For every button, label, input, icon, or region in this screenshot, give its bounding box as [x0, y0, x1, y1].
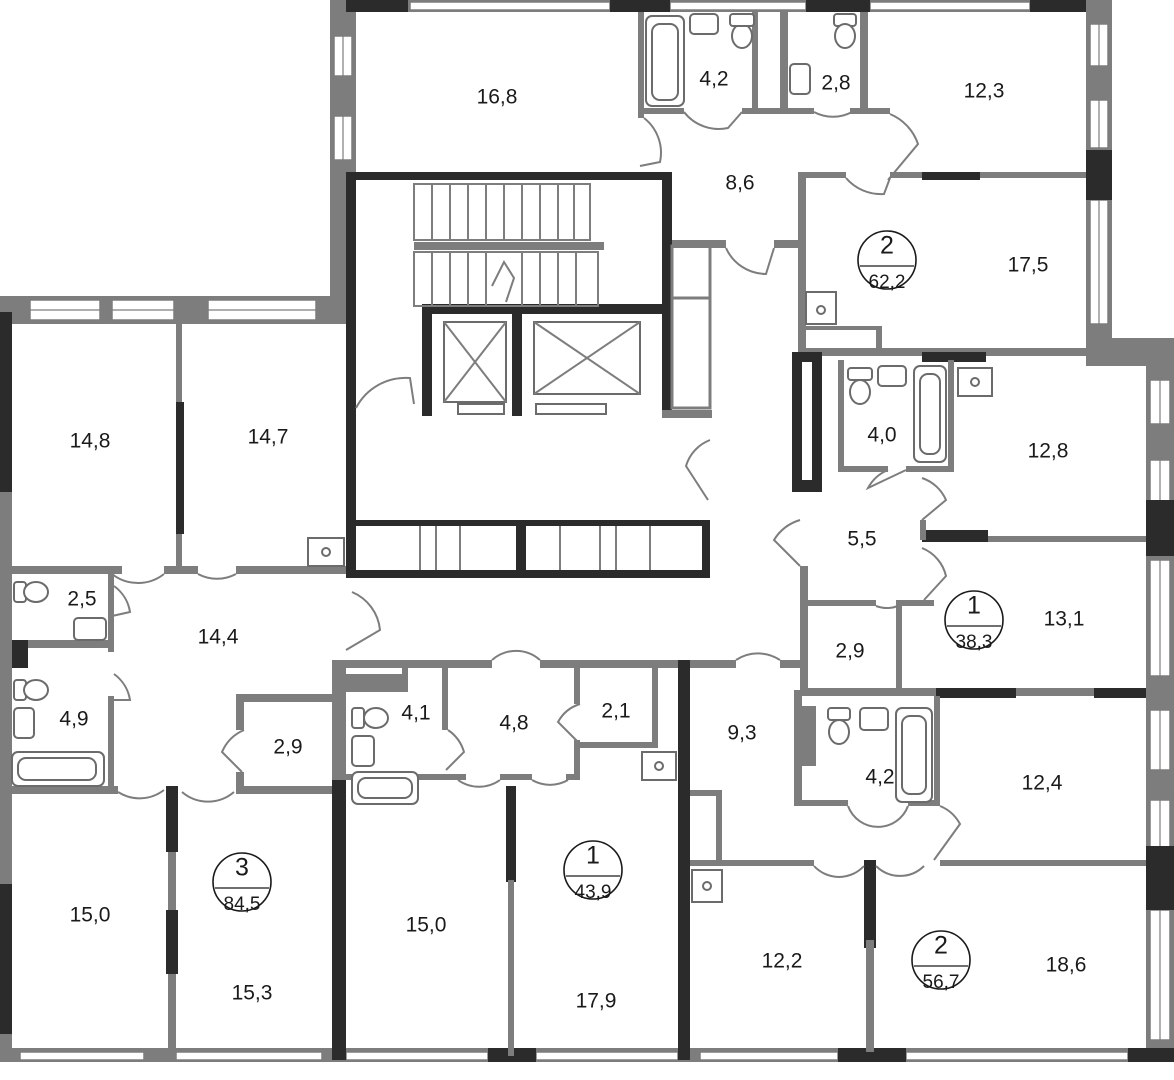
- room-area-label: 14,8: [70, 430, 111, 453]
- room-area-label: 16,8: [477, 86, 518, 109]
- room-area-label: 14,7: [248, 426, 289, 449]
- room-area-label: 18,6: [1046, 954, 1087, 977]
- apartment-total-area: 84,5: [224, 894, 261, 915]
- room-area-label: 8,6: [725, 172, 754, 195]
- apartment-badge: 2 62,2: [857, 230, 917, 293]
- room-area-label: 12,3: [964, 80, 1005, 103]
- room-area-label: 15,3: [232, 982, 273, 1005]
- apartment-rooms-count: 2: [880, 232, 894, 260]
- room-area-label: 4,9: [59, 708, 88, 731]
- apartment-total-area: 43,9: [575, 882, 612, 903]
- room-labels: 16,8 4,2 2,8 12,3 8,6 17,5 14,8 14,7 4,0…: [59, 68, 1086, 1013]
- apartment-rooms-count: 3: [235, 854, 249, 882]
- room-area-label: 15,0: [70, 904, 111, 927]
- apartment-total-area: 62,2: [869, 272, 906, 293]
- room-area-label: 4,0: [867, 424, 896, 447]
- windows: [19, 1, 1171, 1061]
- room-area-label: 2,9: [273, 736, 302, 759]
- room-area-label: 2,5: [67, 588, 96, 611]
- room-area-label: 2,1: [601, 700, 630, 723]
- room-area-label: 2,8: [821, 72, 850, 95]
- room-area-label: 9,3: [727, 722, 756, 745]
- doors: [111, 111, 962, 878]
- room-area-label: 15,0: [406, 914, 447, 937]
- room-area-label: 2,9: [835, 640, 864, 663]
- room-area-label: 12,4: [1022, 772, 1063, 795]
- apartment-badge: 3 84,5: [212, 852, 272, 915]
- room-area-label: 5,5: [847, 528, 876, 551]
- room-area-label: 4,1: [401, 702, 430, 725]
- room-area-label: 4,2: [865, 766, 894, 789]
- room-area-label: 4,8: [499, 712, 528, 735]
- room-area-label: 17,5: [1008, 254, 1049, 277]
- room-area-label: 12,8: [1028, 440, 1069, 463]
- room-area-label: 4,2: [699, 68, 728, 91]
- apartment-badge: 1 43,9: [563, 840, 623, 903]
- room-area-label: 12,2: [762, 950, 803, 973]
- apartment-total-area: 56,7: [923, 972, 960, 993]
- interior-walls: [12, 12, 1146, 1060]
- apartment-badge: 2 56,7: [911, 930, 971, 993]
- stair-lift-core: [346, 172, 712, 578]
- apartment-rooms-count: 1: [586, 842, 600, 870]
- room-area-label: 14,4: [198, 626, 239, 649]
- room-area-label: 17,9: [576, 990, 617, 1013]
- room-area-label: 13,1: [1044, 608, 1085, 631]
- apartment-badge: 1 38,3: [944, 590, 1004, 653]
- apartment-total-area: 38,3: [956, 632, 993, 653]
- fixtures: [11, 13, 993, 805]
- apartment-rooms-count: 2: [934, 932, 948, 960]
- apartment-rooms-count: 1: [967, 592, 981, 620]
